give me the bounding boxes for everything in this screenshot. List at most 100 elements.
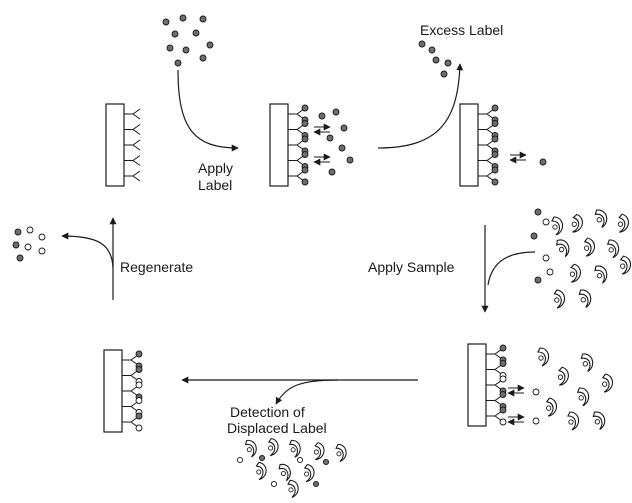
label-dot [301, 166, 309, 174]
label-dot [301, 104, 309, 112]
sensor [459, 103, 499, 187]
label-dot [312, 480, 320, 488]
analyte-icon [594, 209, 608, 228]
excess-label-text: Excess Label [420, 22, 504, 38]
analyte-core [256, 469, 262, 475]
empty-dot [38, 247, 46, 255]
detection-text-line1: Detection of [230, 404, 305, 420]
apply-label-text-line2: Label [198, 177, 233, 193]
analyte-outline [287, 479, 299, 498]
analyte-core [596, 217, 602, 223]
analyte-core [268, 445, 274, 451]
analyte-core [554, 297, 560, 303]
antibody-icon [124, 155, 141, 166]
label-dot [539, 158, 547, 166]
analyte-outline [594, 265, 608, 284]
analyte-outline [572, 213, 583, 233]
analyte-outline [244, 439, 257, 458]
label-dot [432, 56, 440, 64]
analyte-icon [244, 439, 257, 458]
antibody-icon [478, 139, 495, 151]
antibody-icon [478, 155, 495, 166]
label-dot [166, 44, 174, 52]
label-dot [491, 135, 499, 143]
empty-dot [26, 226, 34, 234]
label-dot [328, 168, 336, 176]
regenerate-exit-arrow [61, 232, 114, 269]
label-dot [192, 29, 200, 37]
particle-clusters [12, 14, 632, 498]
analyte-outline [570, 263, 581, 283]
label-dot [326, 134, 334, 142]
analyte-core [280, 471, 286, 477]
analyte-core [558, 246, 565, 253]
antibody-icon [122, 354, 139, 366]
empty-dot [542, 254, 550, 262]
analyte-icon [288, 439, 301, 458]
analyte-outline [303, 463, 315, 483]
detection-exit-arrow [275, 379, 339, 405]
label-dot [135, 412, 143, 420]
analyte-core [290, 447, 296, 453]
analyte-core [608, 247, 614, 253]
label-dot [162, 18, 170, 26]
empty-dot [296, 456, 304, 464]
analyte-outline [288, 439, 301, 458]
analyte-outline [545, 397, 558, 417]
analyte-icon [583, 237, 596, 257]
process-arrows [61, 63, 536, 426]
analyte-core [580, 297, 586, 303]
sensor [269, 103, 309, 187]
empty-dot [135, 381, 143, 389]
label-dot [171, 30, 179, 38]
analyte-core [582, 361, 588, 367]
label-dot [491, 166, 499, 174]
antibody-icon [122, 385, 139, 397]
empty-dot [532, 417, 540, 425]
antibody-icon [124, 108, 141, 120]
empty-dot [532, 388, 540, 396]
analyte-outline [558, 366, 569, 386]
sensor-surface [459, 103, 479, 187]
analyte-core [313, 449, 319, 455]
label-dot [428, 46, 436, 54]
label-dot [440, 70, 448, 78]
analyte-core [569, 271, 576, 277]
analyte-core [568, 419, 574, 425]
analyte-outline [255, 461, 267, 481]
analyte-outline [594, 209, 608, 228]
label-dot [530, 232, 538, 240]
antibody-icon [288, 124, 305, 135]
empty-dot [499, 375, 507, 383]
analyte-core [583, 245, 590, 251]
sensor-surface [103, 349, 123, 433]
analyte-icon [580, 353, 594, 372]
empty-dot [236, 456, 244, 464]
analyte-core [288, 487, 294, 493]
label-dot [199, 54, 207, 62]
analyte-outline [576, 387, 590, 407]
label-dot [174, 59, 182, 67]
antibody-icon [486, 379, 503, 391]
analyte-outline [537, 347, 550, 367]
label-dot [499, 391, 507, 398]
sensor-surface [105, 103, 125, 187]
analyte-outline [553, 289, 566, 309]
analyte-core [557, 374, 564, 380]
analyte-outline [618, 213, 629, 233]
analyte-core [594, 419, 600, 425]
analyte-icon [601, 373, 614, 393]
apply-sample-feed-curve [487, 251, 536, 286]
detection-text-line2: Displaced Label [227, 420, 327, 436]
analyte-outline [583, 237, 596, 257]
label-dot [179, 14, 187, 22]
antibody-icon [288, 155, 305, 166]
analyte-core [552, 224, 558, 230]
regenerate-text: Regenerate [120, 259, 194, 275]
antibody-icon [288, 108, 305, 120]
analyte-core [304, 471, 310, 477]
analyte-icon [594, 265, 608, 284]
label-dot [499, 360, 507, 367]
label-dot [301, 178, 309, 186]
